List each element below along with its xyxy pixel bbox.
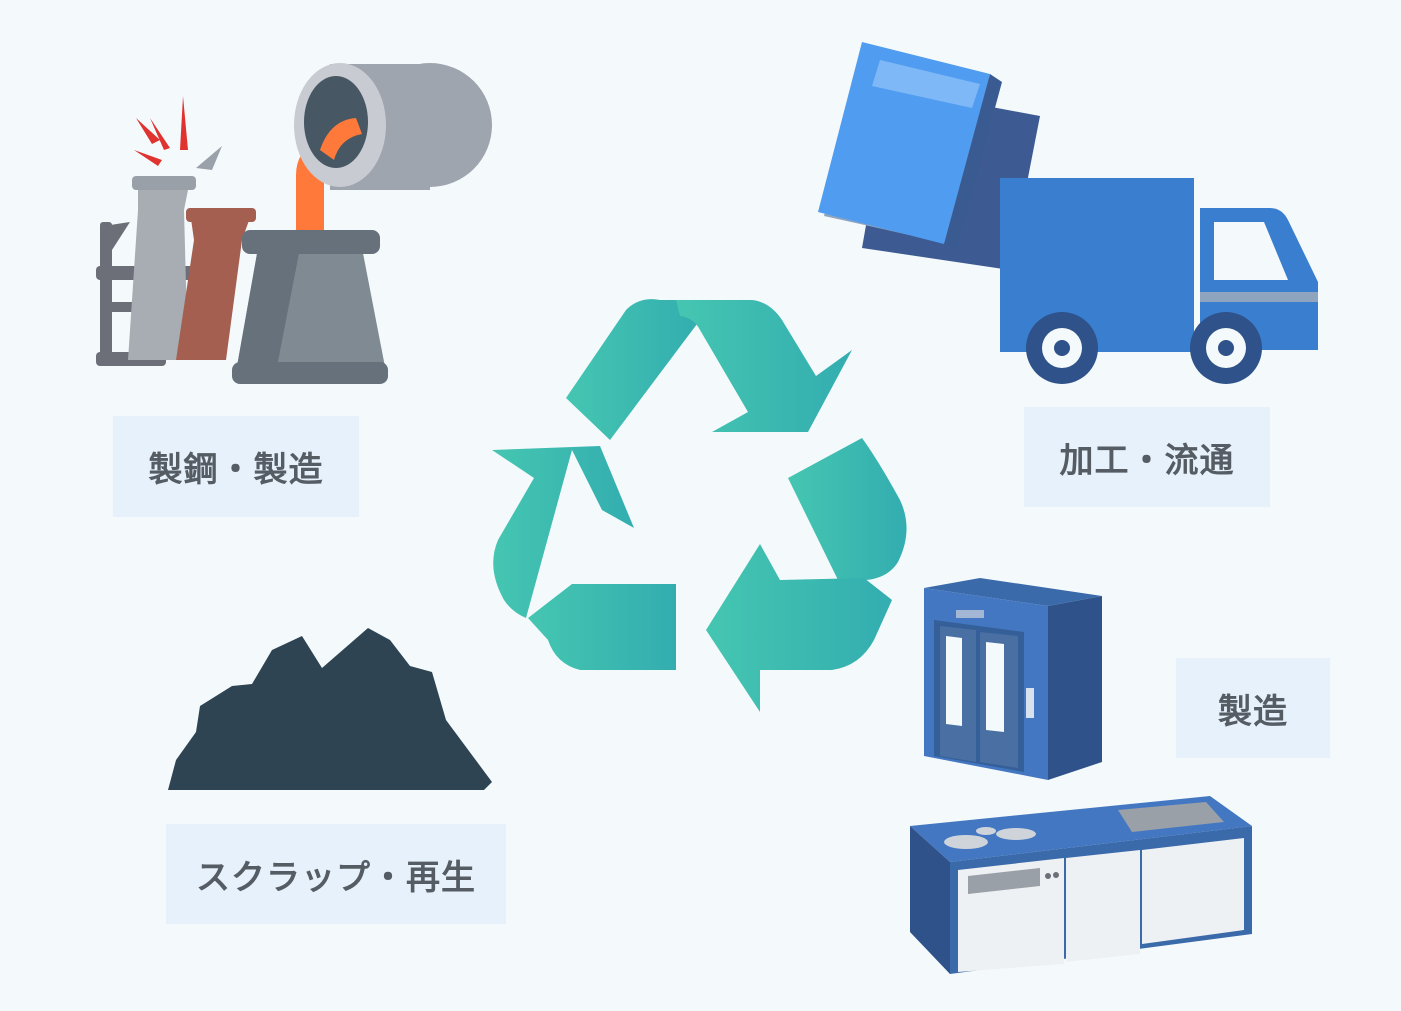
label-steelmaking: 製鋼・製造 bbox=[113, 416, 359, 517]
recycle-icon bbox=[492, 299, 907, 712]
factory-icon bbox=[96, 63, 492, 384]
label-scrap-recycling: スクラップ・再生 bbox=[166, 824, 506, 924]
scrap-pile-icon bbox=[168, 628, 492, 790]
label-manufacturing: 製造 bbox=[1176, 658, 1330, 758]
truck-icon bbox=[1000, 178, 1318, 384]
kitchen-counter-icon bbox=[910, 796, 1252, 974]
elevator-icon bbox=[924, 578, 1102, 780]
steel-sheet-icon bbox=[818, 42, 1040, 270]
label-processing-distribution: 加工・流通 bbox=[1024, 407, 1270, 507]
